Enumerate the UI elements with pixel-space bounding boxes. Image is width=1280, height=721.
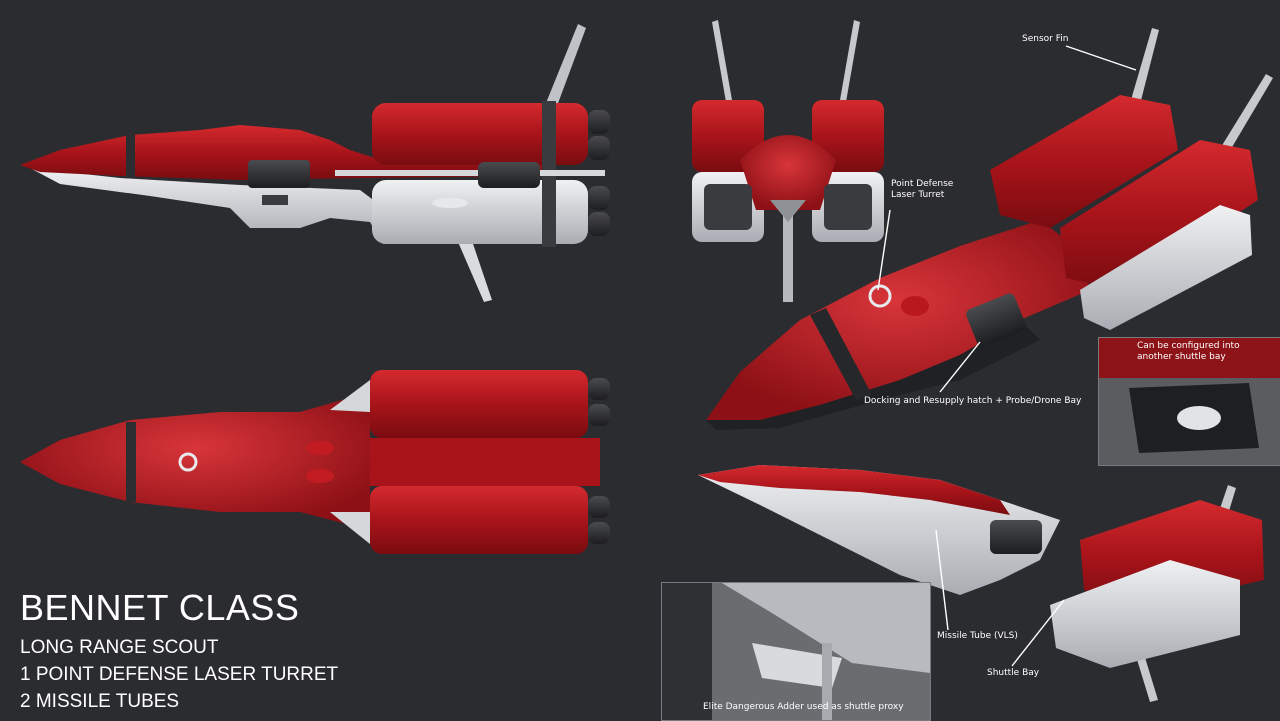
callout-missile-tube: Missile Tube (VLS)	[937, 631, 1018, 641]
nozzle	[588, 522, 610, 544]
side-module	[478, 162, 540, 188]
inset-shuttle-proxy	[661, 582, 931, 721]
callout-docking-hatch: Docking and Resupply hatch + Probe/Drone…	[864, 396, 1082, 406]
nozzle	[588, 404, 610, 426]
spec-turret: 1 POINT DEFENSE LASER TURRET	[20, 664, 339, 685]
ship-underside-view	[698, 465, 1264, 702]
callout-lines	[877, 45, 1137, 667]
engine-pod-upper	[372, 103, 588, 165]
turret-top	[178, 452, 198, 472]
spec-role: LONG RANGE SCOUT	[20, 637, 219, 658]
leader-pd-turret	[877, 209, 891, 291]
docking-module	[966, 293, 1026, 347]
front-pod-tr	[812, 100, 884, 172]
pd-turret-3d	[868, 284, 892, 308]
callout-shuttle-bay-config: Can be configured into another shuttle b…	[1137, 341, 1240, 362]
ship-side-view	[20, 24, 610, 302]
callout-pd-turret: Point Defense Laser Turret	[891, 179, 953, 201]
pod-main	[1060, 140, 1258, 290]
nozzle	[588, 110, 610, 134]
side-module	[248, 160, 310, 188]
callout-sensor-fin: Sensor Fin	[1022, 34, 1069, 44]
class-name: BENNET CLASS	[20, 587, 300, 628]
engine-pod-top-upper	[370, 370, 588, 438]
nozzle	[588, 378, 610, 400]
pod-lower-grey	[1080, 205, 1252, 330]
leader-docking	[939, 341, 981, 393]
sensor-fin	[546, 24, 586, 106]
ship-perspective-view	[706, 28, 1273, 430]
ship-top-view	[20, 370, 610, 554]
callout-pd-turret-line1: Point Defense	[891, 179, 954, 189]
leader-sensor-fin	[1065, 45, 1137, 71]
title-block: BENNET CLASS LONG RANGE SCOUT 1 POINT DE…	[20, 588, 338, 715]
pod-upper	[990, 95, 1178, 228]
hull-perspective-red	[706, 220, 1090, 420]
under-module	[990, 520, 1042, 554]
nozzle	[588, 186, 610, 210]
lower-fin	[455, 235, 492, 302]
hull-upper-red	[20, 125, 545, 180]
nozzle	[588, 136, 610, 160]
engine-pod-lower	[372, 180, 588, 244]
callout-shuttle-bay: Shuttle Bay	[987, 668, 1040, 678]
nozzle	[588, 212, 610, 236]
nozzle	[588, 496, 610, 518]
leader-shuttle-bay	[1011, 599, 1065, 667]
front-pod-tl	[692, 100, 764, 172]
inset-shuttle-proxy-caption: Elite Dangerous Adder used as shuttle pr…	[703, 702, 904, 712]
callout-pd-turret-line2: Laser Turret	[891, 190, 945, 200]
inset-shuttle-bay-config	[1098, 337, 1280, 466]
spec-missiles: 2 MISSILE TUBES	[20, 691, 180, 712]
hull-band	[126, 133, 135, 178]
ship-front-view	[692, 20, 884, 302]
leader-missile-tube	[935, 529, 949, 631]
engine-pod-top-lower	[370, 486, 588, 554]
under-pod-lower	[1050, 560, 1240, 668]
